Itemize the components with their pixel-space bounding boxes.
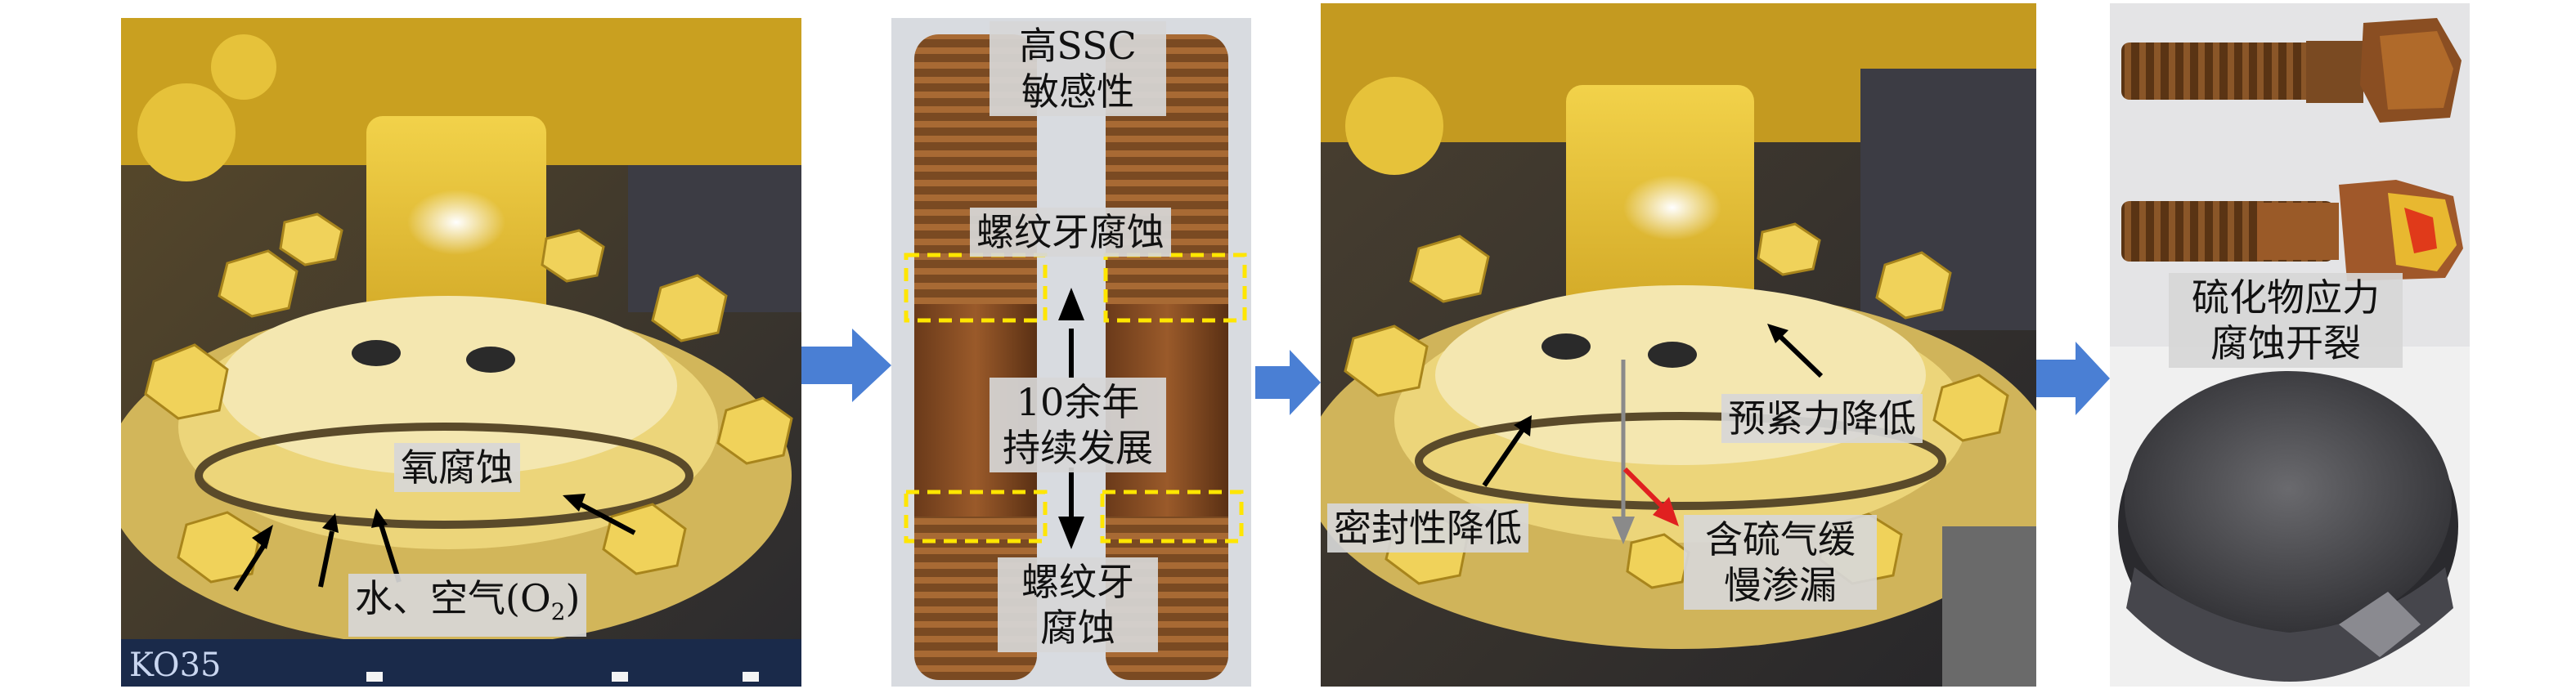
label-high-ssc-line1: 高SSC <box>1019 24 1137 68</box>
flow-arrow-1 <box>801 329 891 402</box>
label-thread-corrosion-top: 螺纹牙腐蚀 <box>970 208 1171 257</box>
label-leak-line2: 慢渗漏 <box>1724 563 1837 607</box>
label-leak-line1: 含硫气缓 <box>1705 517 1856 561</box>
panel-flange-oxygen-corrosion: KO35 氧腐蚀 水、空气(O2) <box>121 18 801 687</box>
panel-flange-leakage: 预紧力降低 密封性降低 含硫气缓 慢渗漏 <box>1321 3 2036 687</box>
label-water-air-close: ) <box>565 576 581 620</box>
label-water-air-text: 水、空气(O <box>355 576 551 620</box>
flange-photo-1: KO35 <box>121 18 801 687</box>
flow-arrow-2-shape <box>1255 350 1321 415</box>
label-water-air-subscript: 2 <box>550 598 566 626</box>
svg-text:KO35: KO35 <box>129 646 222 684</box>
flow-arrow-1-shape <box>801 329 891 402</box>
flange-photo-2 <box>1321 3 2036 687</box>
panel-ssc-cracking: 硫化物应力 腐蚀开裂 <box>2110 3 2470 687</box>
label-thread-bottom-line1: 螺纹牙 <box>1021 560 1134 604</box>
label-thread-bottom-line2: 腐蚀 <box>1040 606 1115 650</box>
label-high-ssc-line2: 敏感性 <box>1021 69 1134 114</box>
label-years-development: 10余年 持续发展 <box>990 378 1166 472</box>
label-sealing-reduced: 密封性降低 <box>1327 503 1528 553</box>
label-ssc-line2: 腐蚀开裂 <box>2210 321 2361 365</box>
highlight-box-bottom-left <box>904 490 1048 544</box>
panel-corroded-studs: 高SSC 敏感性 螺纹牙腐蚀 10余年 持续发展 螺纹牙 腐蚀 <box>891 18 1251 687</box>
label-years-line1: 10余年 <box>1016 380 1140 424</box>
label-oxygen-corrosion: 氧腐蚀 <box>394 443 520 492</box>
label-gas-leakage: 含硫气缓 慢渗漏 <box>1684 515 1877 610</box>
label-ssc-line1: 硫化物应力 <box>2192 275 2380 320</box>
label-thread-corrosion-bottom: 螺纹牙 腐蚀 <box>998 557 1158 652</box>
label-water-air: 水、空气(O2) <box>348 574 587 638</box>
label-years-line2: 持续发展 <box>1003 426 1153 470</box>
label-high-ssc: 高SSC 敏感性 <box>990 21 1166 116</box>
flow-arrow-3-shape <box>2036 342 2110 415</box>
flow-arrow-2 <box>1255 350 1321 415</box>
label-preload-reduced: 预紧力降低 <box>1721 394 1923 443</box>
flow-arrow-3 <box>2036 342 2110 415</box>
label-ssc: 硫化物应力 腐蚀开裂 <box>2169 273 2403 368</box>
highlight-box-bottom-right <box>1100 490 1244 544</box>
highlight-box-top-right <box>1103 253 1247 323</box>
